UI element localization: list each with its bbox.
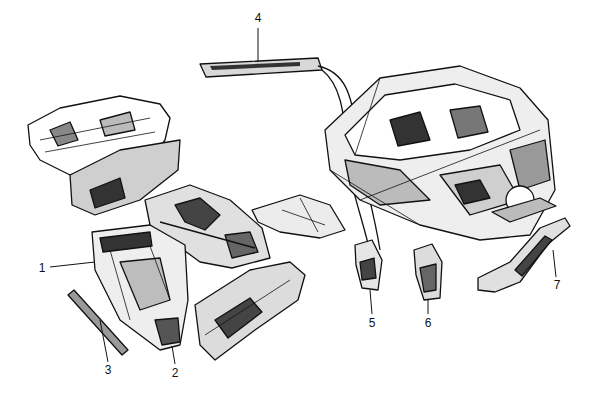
callout-number: 1 [37,261,48,275]
callout-number: 4 [253,11,264,25]
callout-number: 5 [367,316,378,330]
callout-number: 3 [103,363,114,377]
callout-number: 2 [170,366,181,380]
callout-number: 6 [423,316,434,330]
callout-number: 7 [552,278,563,292]
